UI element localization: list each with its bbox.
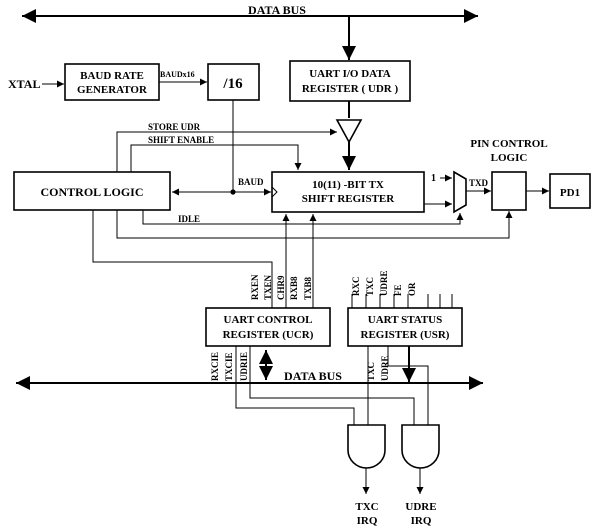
txc-irq-line2: IRQ	[357, 515, 378, 527]
usr-irq-txc: TXC	[366, 362, 376, 381]
ucr-bit-txen: TXEN	[263, 274, 273, 300]
xtal-label: XTAL	[8, 77, 40, 91]
usr-irq-bit-labels: TXC UDRE	[366, 355, 390, 381]
pin-control-label-line1: PIN CONTROL	[470, 138, 547, 150]
usr-bit-fe: FE	[393, 284, 403, 296]
udr-line1: UART I/O DATA	[309, 68, 391, 80]
usr-bit-rxc: RXC	[351, 277, 361, 297]
usr-bit-stubs	[351, 294, 453, 308]
ucr-line2: REGISTER (UCR)	[223, 329, 314, 341]
udr-box: UART I/O DATA REGISTER ( UDR )	[289, 60, 411, 102]
pd1-label: PD1	[560, 187, 580, 199]
udre-to-gate-line	[387, 346, 429, 425]
udre-and-gate-icon	[401, 424, 440, 469]
ucr-bit-labels: RXEN TXEN CHR9 RXB8 TXB8	[250, 274, 313, 300]
pin-control-box	[491, 171, 527, 211]
usr-line2: REGISTER (USR)	[361, 329, 450, 341]
ucr-bit-rxb8: RXB8	[289, 276, 299, 300]
shift-enable-line	[130, 144, 302, 172]
ucr-bit-txb8: TXB8	[303, 276, 313, 300]
baud-rate-generator-box: BAUD RATE GENERATOR	[64, 63, 160, 101]
pin-control-label-line2: LOGIC	[491, 152, 528, 164]
store-udr-label: STORE UDR	[148, 122, 201, 132]
one-label: 1	[431, 173, 436, 184]
udrie-to-gate-line	[249, 346, 415, 425]
usr-bit-udre: UDRE	[379, 270, 389, 296]
ucr-bit-rxen: RXEN	[250, 274, 260, 300]
usr-bit-or: OR	[407, 282, 417, 296]
idle-label: IDLE	[178, 214, 200, 224]
ucr-box: UART CONTROL REGISTER (UCR)	[205, 307, 331, 347]
udr-line2: REGISTER ( UDR )	[302, 83, 399, 95]
baud-gen-line2: GENERATOR	[77, 84, 148, 96]
divide-by-16-box: /16	[207, 63, 260, 101]
ucr-irq-rxcie: RXCIE	[210, 352, 220, 381]
bottom-data-bus-label: DATA BUS	[284, 369, 342, 383]
top-data-bus: DATA BUS	[22, 3, 478, 23]
txd-label: TXD	[469, 178, 489, 188]
usr-bit-txc: TXC	[365, 277, 375, 296]
top-data-bus-label: DATA BUS	[248, 3, 306, 17]
mux-icon	[453, 170, 467, 214]
txc-and-gate-icon	[347, 424, 386, 469]
ucr-irq-txcie: TXCIE	[224, 352, 234, 381]
pd1-box: PD1	[549, 173, 591, 209]
ucr-line1: UART CONTROL	[224, 314, 313, 326]
ucr-irq-bit-labels: RXCIE TXCIE UDRIE	[210, 352, 249, 381]
tristate-buffer-icon	[335, 119, 363, 144]
txcie-to-gate-line	[235, 346, 355, 425]
usr-irq-udre: UDRE	[380, 355, 390, 381]
control-logic-box: CONTROL LOGIC	[13, 171, 171, 211]
ucr-irq-udrie: UDRIE	[239, 352, 249, 381]
tx-shift-register-box: 10(11) -BIT TX SHIFT REGISTER	[271, 171, 425, 213]
usr-box: UART STATUS REGISTER (USR)	[347, 307, 463, 347]
store-udr-line	[116, 128, 337, 172]
baud-label: BAUD	[238, 177, 264, 187]
usr-line1: UART STATUS	[368, 314, 443, 326]
shift-enable-label: SHIFT ENABLE	[148, 135, 214, 145]
usr-bit-labels: RXC TXC UDRE FE OR	[351, 270, 417, 296]
baud-gen-line1: BAUD RATE	[80, 70, 144, 82]
txc-irq-line1: TXC	[355, 501, 378, 513]
clock-input-icon	[271, 186, 278, 198]
ucr-bit-chr9: CHR9	[276, 275, 286, 300]
udre-irq-line1: UDRE	[405, 501, 436, 513]
div16-label: /16	[222, 76, 243, 92]
idle-line	[142, 210, 464, 225]
control-logic-label: CONTROL LOGIC	[40, 185, 143, 199]
baud-junction	[230, 189, 236, 195]
shift-reg-line1: 10(11) -BIT TX	[312, 179, 384, 191]
shift-reg-line2: SHIFT REGISTER	[302, 193, 395, 205]
baudx16-label: BAUDx16	[160, 70, 195, 79]
udre-irq-line2: IRQ	[411, 515, 432, 527]
control-logic-status-line	[92, 210, 273, 308]
